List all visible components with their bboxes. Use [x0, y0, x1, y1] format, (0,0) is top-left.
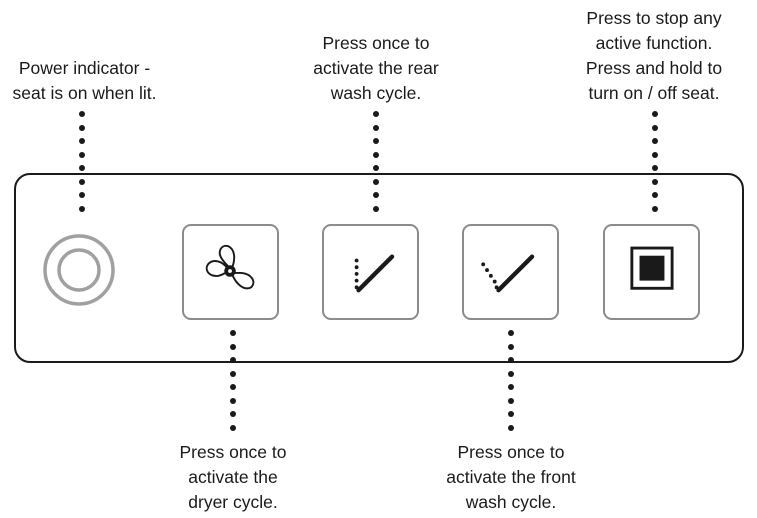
leader-dot — [508, 370, 514, 377]
leader-dot — [79, 111, 85, 117]
rear-wash-wand-icon — [354, 254, 395, 293]
dryer-callout: Press once to activate the dryer cycle. — [179, 442, 287, 512]
leader-dot — [508, 397, 514, 404]
power-indicator-icon — [43, 234, 115, 306]
leader-dot — [373, 124, 379, 131]
leader-dot — [79, 124, 85, 131]
fan-icon — [205, 244, 255, 290]
leader-dot — [230, 424, 236, 431]
rear-wash-button[interactable] — [322, 224, 419, 320]
leader-dot — [79, 151, 85, 158]
leader-dot — [373, 111, 379, 117]
leader-dot — [508, 411, 514, 417]
front-wash-wand-icon — [481, 254, 535, 293]
leader-dot — [652, 151, 658, 158]
leader-dot — [508, 424, 514, 431]
leader-dot — [652, 205, 658, 212]
stop-square-icon — [630, 246, 674, 290]
leader-dot — [508, 330, 514, 336]
leader-dot — [230, 397, 236, 404]
front-wash-button[interactable] — [462, 224, 559, 320]
leader-dot — [79, 138, 85, 144]
leader-dot — [652, 165, 658, 171]
dryer-button[interactable] — [182, 224, 279, 320]
leader-dot — [230, 330, 236, 336]
leader-dot — [79, 178, 85, 185]
leader-dot — [652, 124, 658, 131]
leader-dot — [373, 151, 379, 158]
leader-dot — [230, 384, 236, 390]
control-panel — [14, 173, 744, 363]
leader-dot — [373, 138, 379, 144]
leader-dot — [508, 357, 514, 363]
leader-dot — [230, 370, 236, 377]
leader-dot — [652, 138, 658, 144]
stop-callout: Press to stop any active function. Press… — [585, 8, 723, 103]
leader-dot — [79, 192, 85, 198]
leader-dot — [373, 192, 379, 198]
leader-dot — [508, 384, 514, 390]
leader-dot — [230, 343, 236, 350]
leader-dot — [652, 192, 658, 198]
power-indicator-callout: Power indicator - seat is on when lit. — [12, 58, 157, 103]
leader-dot — [230, 357, 236, 363]
front-wash-callout: Press once to activate the front wash cy… — [446, 442, 576, 512]
leader-dot — [79, 165, 85, 171]
leader-dot — [79, 205, 85, 212]
leader-dot — [373, 178, 379, 185]
stop-button[interactable] — [603, 224, 700, 320]
rear-wash-callout: Press once to activate the rear wash cyc… — [313, 33, 439, 103]
leader-dot — [373, 205, 379, 212]
leader-dot — [508, 343, 514, 350]
leader-dot — [652, 178, 658, 185]
leader-dot — [652, 111, 658, 117]
leader-dot — [373, 165, 379, 171]
leader-dot — [230, 411, 236, 417]
